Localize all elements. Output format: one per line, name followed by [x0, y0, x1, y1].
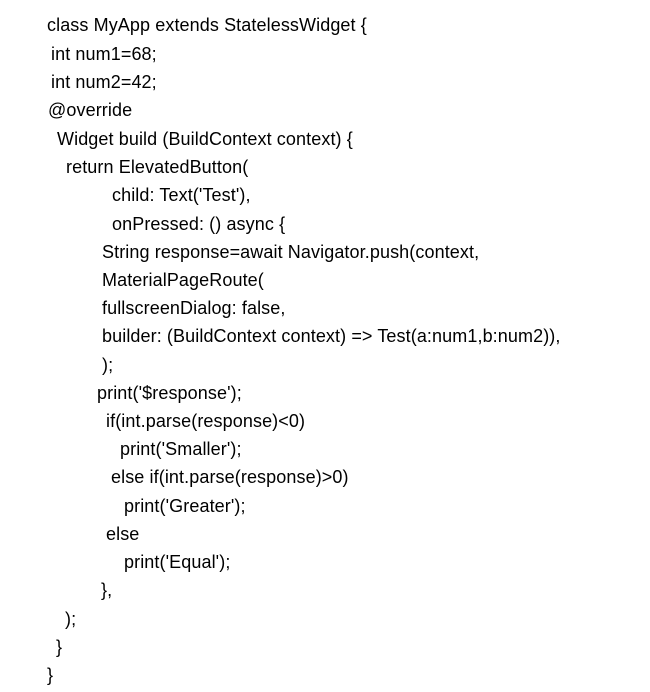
code-line: ); [102, 355, 114, 375]
code-line: else [106, 524, 140, 544]
code-line: int num1=68; [51, 44, 157, 64]
code-line: print('Smaller'); [120, 439, 242, 459]
code-line: print('Equal'); [124, 552, 231, 572]
code-line: }, [101, 580, 113, 600]
code-line: builder: (BuildContext context) => Test(… [102, 326, 561, 346]
code-line: Widget build (BuildContext context) { [57, 129, 353, 149]
code-line: print('Greater'); [124, 496, 246, 516]
code-line: } [47, 665, 54, 685]
code-line: print('$response'); [97, 383, 242, 403]
code-line: MaterialPageRoute( [102, 270, 264, 290]
code-line: String response=await Navigator.push(con… [102, 242, 480, 262]
code-line: if(int.parse(response)<0) [106, 411, 306, 431]
code-line: else if(int.parse(response)>0) [111, 467, 349, 487]
code-line: onPressed: () async { [112, 214, 286, 234]
code-line: ); [65, 609, 77, 629]
code-line: int num2=42; [51, 72, 157, 92]
code-line: fullscreenDialog: false, [102, 298, 286, 318]
code-line: @override [48, 100, 133, 120]
code-line: } [56, 637, 63, 657]
code-line: class MyApp extends StatelessWidget { [47, 15, 367, 35]
code-line: return ElevatedButton( [66, 157, 249, 177]
code-line: child: Text('Test'), [112, 185, 251, 205]
